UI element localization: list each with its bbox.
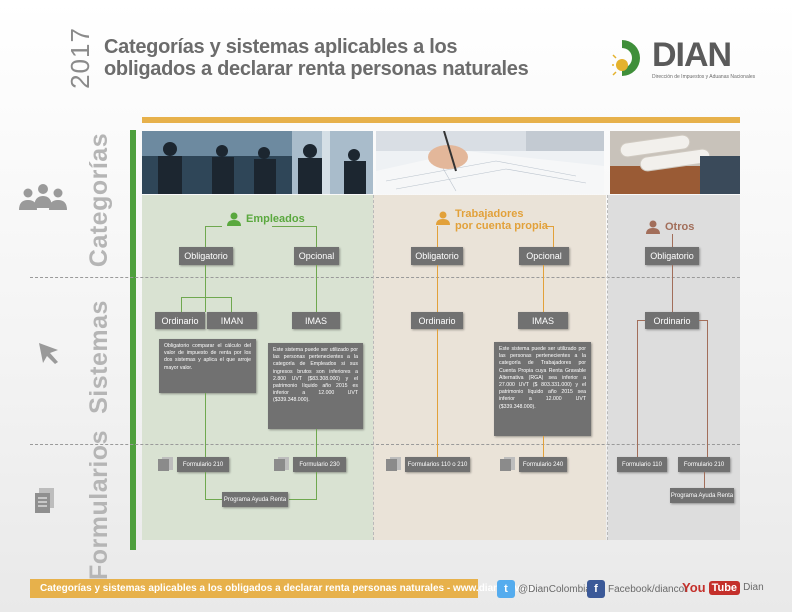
footer-banner[interactable]: Categorías y sistemas aplicables a los o…: [30, 579, 534, 598]
dian-logo-icon: [612, 40, 640, 76]
side-label-formularios: Formularios: [84, 430, 113, 580]
connector: [437, 226, 438, 247]
empleados-opcional-box: Opcional: [294, 247, 339, 265]
year-label: 2017: [64, 27, 95, 89]
connector: [181, 297, 232, 298]
trabajadores-formulario-240: Formulario 240: [519, 457, 567, 472]
youtube-handle: Dian: [743, 582, 764, 593]
connector: [205, 499, 224, 500]
twitter-link[interactable]: t @DianColombia: [497, 580, 591, 598]
connector: [437, 265, 438, 312]
otros-programa-ayuda-renta: Programa Ayuda Renta: [670, 488, 734, 503]
form-document-icon: [158, 457, 173, 471]
trabajadores-label-line1: Trabajadores: [455, 208, 524, 220]
connector: [437, 329, 438, 457]
dian-logo: DIAN Dirección de Impuestos y Aduanas Na…: [612, 36, 756, 86]
youtube-icon-badge: Tube: [708, 580, 741, 595]
photo-empleados: [142, 131, 373, 194]
connector: [205, 393, 206, 457]
person-icon: [436, 211, 450, 225]
otros-formulario-110: Formulario 110: [617, 457, 667, 472]
trabajadores-formulario-110-210: Formularios 110 o 210: [405, 457, 470, 472]
connector: [543, 265, 544, 312]
title-line-1: Categorías y sistemas aplicables a los: [104, 36, 458, 58]
connector: [205, 226, 222, 227]
otros-ordinario-box: Ordinario: [645, 312, 699, 329]
connector: [707, 320, 708, 457]
empleados-obligatorio-box: Obligatorio: [179, 247, 233, 265]
connector: [181, 297, 182, 312]
empleados-label: Empleados: [246, 213, 305, 225]
empleados-note-imas: Este sistema puede ser utilizado por las…: [268, 343, 363, 429]
category-empleados-title: Empleados: [226, 212, 305, 226]
otros-label: Otros: [665, 221, 695, 233]
connector: [553, 226, 554, 247]
empleados-formulario-210: Formulario 210: [177, 457, 229, 472]
connector: [699, 320, 707, 321]
cursor-arrow-icon: [39, 343, 58, 364]
trabajadores-label-line2: por cuenta propia: [455, 220, 548, 232]
divider-categorias-sistemas: [30, 277, 740, 278]
otros-obligatorio-box: Obligatorio: [645, 247, 699, 265]
connector: [637, 320, 638, 457]
column-divider: [373, 195, 374, 540]
empleados-programa-ayuda-renta: Programa Ayuda Renta: [222, 492, 288, 507]
connector: [205, 265, 206, 312]
logo-wordmark: DIAN: [652, 36, 732, 74]
youtube-link[interactable]: You Tube Dian: [682, 580, 764, 595]
connector: [289, 499, 317, 500]
twitter-handle: @DianColombia: [518, 583, 591, 595]
connector: [672, 234, 673, 247]
trabajadores-obligatorio-box: Obligatorio: [411, 247, 463, 265]
divider-sistemas-formularios: [30, 444, 740, 445]
connector: [316, 265, 317, 312]
connector: [637, 320, 645, 321]
logo-subtitle: Dirección de Impuestos y Aduanas Naciona…: [652, 74, 756, 80]
otros-formulario-210: Formulario 210: [678, 457, 730, 472]
connector: [205, 226, 206, 247]
side-label-categorias: Categorías: [84, 132, 113, 268]
people-group-icon: [19, 184, 67, 210]
facebook-handle: Facebook/diancol: [608, 583, 687, 595]
connector: [272, 226, 316, 227]
connector: [704, 472, 705, 488]
photo-trabajadores: [376, 131, 604, 194]
youtube-icon: You: [682, 580, 706, 595]
connector: [316, 472, 317, 499]
photo-otros: [610, 131, 740, 194]
facebook-link[interactable]: f Facebook/diancol: [587, 580, 686, 598]
category-otros-title: Otros: [645, 220, 694, 234]
documents-icon: [35, 488, 54, 513]
form-document-icon: [274, 457, 289, 471]
form-document-icon: [386, 457, 401, 471]
side-label-sistemas: Sistemas: [84, 300, 113, 414]
page-title: Categorías y sistemas aplicables a los o…: [104, 36, 564, 80]
column-divider: [607, 195, 608, 540]
connector: [231, 297, 232, 312]
form-document-icon: [500, 457, 515, 471]
trabajadores-imas-box: IMAS: [518, 312, 568, 329]
empleados-imas-box: IMAS: [292, 312, 340, 329]
trabajadores-note-imas: Este sistema puede ser utilizado por las…: [494, 342, 591, 436]
person-icon: [646, 220, 660, 234]
gold-top-line: [142, 117, 740, 123]
connector: [316, 429, 317, 457]
title-line-2: obligados a declarar renta personas natu…: [104, 58, 529, 80]
facebook-icon: f: [587, 580, 605, 598]
twitter-icon: t: [497, 580, 515, 598]
empleados-formulario-230: Formulario 230: [293, 457, 346, 472]
connector: [316, 226, 317, 247]
connector: [672, 265, 673, 312]
empleados-ordinario-box: Ordinario: [155, 312, 205, 329]
connector: [543, 436, 544, 457]
green-vertical-bar: [130, 130, 136, 550]
connector: [547, 226, 554, 227]
trabajadores-ordinario-box: Ordinario: [411, 312, 463, 329]
connector: [205, 472, 206, 499]
trabajadores-opcional-box: Opcional: [519, 247, 569, 265]
person-icon: [227, 212, 241, 226]
empleados-note-obligatorio: Obligatorio comparar el cálculo del valo…: [159, 339, 256, 393]
category-trabajadores-title: Trabajadores por cuenta propia: [435, 208, 548, 232]
empleados-iman-box: IMAN: [207, 312, 257, 329]
